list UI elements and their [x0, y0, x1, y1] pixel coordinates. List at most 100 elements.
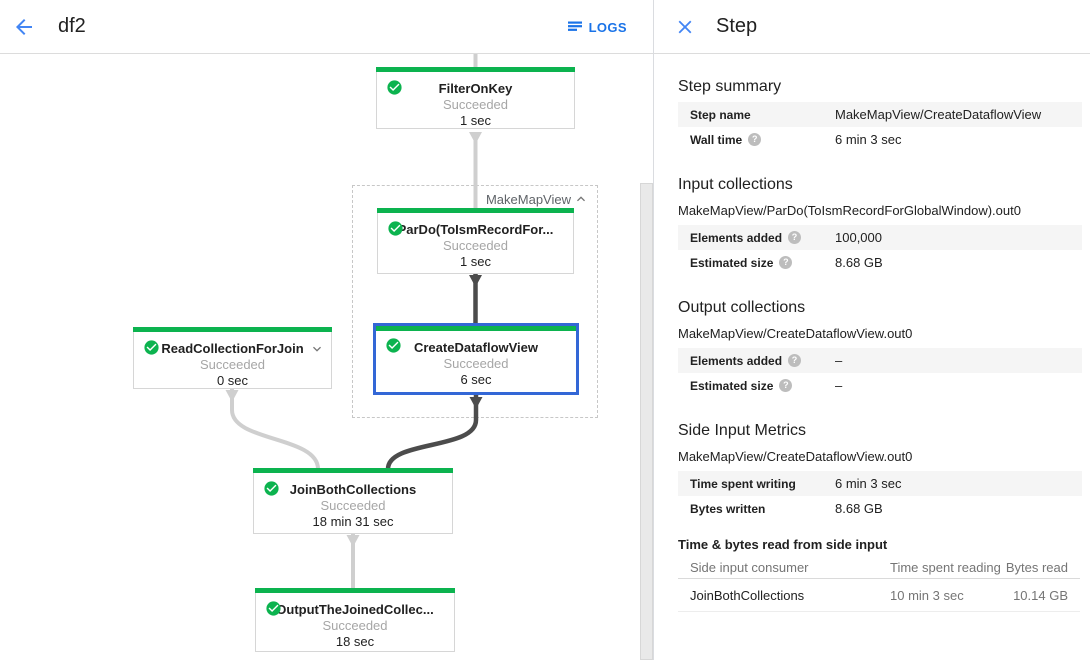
- metric-value: 6 min 3 sec: [835, 476, 902, 491]
- metric-row-bytes-written: Bytes written 8.68 GB: [678, 496, 1082, 521]
- graph-header: df2 LOGS: [0, 0, 653, 54]
- node-time: 1 sec: [459, 254, 492, 269]
- node-time: 6 sec: [460, 372, 492, 387]
- node-readcollectionforjoin[interactable]: ReadCollectionForJoin Succeeded 0 sec: [133, 327, 332, 389]
- column-header-time: Time spent reading: [890, 560, 1001, 575]
- node-title: ReadCollectionForJoin: [161, 341, 304, 356]
- cell-consumer: JoinBothCollections: [690, 587, 805, 603]
- help-icon[interactable]: [748, 133, 762, 146]
- node-status-bar: [253, 468, 453, 473]
- metric-value: 6 min 3 sec: [835, 132, 902, 147]
- node-status-bar: [377, 208, 574, 213]
- section-heading: Input collections: [678, 176, 793, 193]
- node-joinbothcollections[interactable]: JoinBothCollections Succeeded 18 min 31 …: [253, 468, 453, 534]
- node-status-bar: [133, 327, 332, 332]
- node-title: FilterOnKey: [438, 81, 513, 96]
- node-title: ParDo(ToIsmRecordFor...: [397, 222, 554, 237]
- metric-row-time-spent-writing: Time spent writing 6 min 3 sec: [678, 471, 1082, 496]
- metric-row-step-name: Step name MakeMapView/CreateDataflowView: [678, 102, 1082, 127]
- graph-canvas: MakeMapView: [0, 54, 653, 660]
- node-createdataflowview[interactable]: CreateDataflowView Succeeded 6 sec: [373, 323, 579, 395]
- group-label: MakeMapView: [485, 191, 571, 207]
- metric-label: Elements added: [690, 353, 783, 368]
- logs-label: LOGS: [588, 19, 627, 35]
- section-heading: Side Input Metrics: [678, 422, 807, 439]
- graph-panel: df2 LOGS MakeMapView: [0, 0, 653, 660]
- section-heading: Output collections: [678, 299, 806, 316]
- collection-name: MakeMapView/CreateDataflowView.out0: [678, 326, 913, 341]
- metric-value: 8.68 GB: [835, 501, 883, 516]
- help-icon[interactable]: [779, 379, 793, 392]
- chevron-down-icon[interactable]: [309, 341, 325, 357]
- metric-label: Estimated size: [690, 255, 774, 270]
- metric-value: –: [835, 353, 843, 368]
- metric-label: Estimated size: [690, 378, 774, 393]
- node-status: Succeeded: [199, 357, 266, 372]
- metric-row-elements-added: Elements added –: [678, 348, 1082, 373]
- metric-label: Bytes written: [690, 501, 766, 516]
- node-status: Succeeded: [442, 238, 509, 253]
- metric-value: MakeMapView/CreateDataflowView: [835, 107, 1042, 122]
- panel-title: Step: [716, 15, 758, 37]
- logs-button[interactable]: LOGS: [567, 0, 627, 54]
- node-status-bar: [376, 67, 575, 72]
- metric-row-estimated-size: Estimated size –: [678, 373, 1082, 398]
- help-icon[interactable]: [788, 231, 802, 244]
- back-arrow-icon[interactable]: [12, 15, 36, 39]
- metric-value: –: [835, 378, 843, 393]
- node-outputthejoinedcollection[interactable]: OutputTheJoinedCollec... Succeeded 18 se…: [255, 588, 455, 652]
- section-output-collections: Output collections MakeMapView/CreateDat…: [678, 299, 1082, 398]
- step-details-panel: Step Step summary Step name MakeMapView/…: [653, 0, 1090, 660]
- node-time: 18 min 31 sec: [312, 514, 394, 529]
- help-icon[interactable]: [779, 256, 793, 269]
- side-input-table-heading: Time & bytes read from side input: [678, 537, 888, 552]
- metric-value: 8.68 GB: [835, 255, 883, 270]
- check-circle-icon: [266, 601, 281, 616]
- node-title: OutputTheJoinedCollec...: [276, 602, 434, 617]
- node-status: Succeeded: [442, 97, 509, 112]
- group-makemapview-toggle[interactable]: MakeMapView: [486, 191, 589, 207]
- collection-name: MakeMapView/ParDo(ToIsmRecordForGlobalWi…: [678, 203, 1021, 218]
- metric-label: Step name: [690, 107, 751, 122]
- metric-row-elements-added: Elements added 100,000: [678, 225, 1082, 250]
- check-circle-icon: [264, 481, 279, 496]
- section-input-collections: Input collections MakeMapView/ParDo(ToIs…: [678, 176, 1082, 275]
- check-circle-icon: [386, 338, 401, 353]
- help-icon[interactable]: [788, 354, 802, 367]
- close-icon[interactable]: [674, 16, 696, 38]
- step-panel-header: Step: [654, 0, 1090, 54]
- logs-icon: [567, 21, 582, 31]
- node-status: Succeeded: [322, 618, 388, 633]
- cell-bytes: 10.14 GB: [1013, 587, 1068, 603]
- vertical-scrollbar[interactable]: [640, 183, 653, 660]
- node-title: CreateDataflowView: [413, 340, 539, 355]
- section-side-input-metrics: Side Input Metrics MakeMapView/CreateDat…: [678, 422, 1082, 612]
- chevron-up-icon: [577, 196, 585, 202]
- metric-row-estimated-size: Estimated size 8.68 GB: [678, 250, 1082, 275]
- node-status: Succeeded: [320, 498, 386, 513]
- node-status-bar: [255, 588, 455, 593]
- node-title: JoinBothCollections: [289, 482, 417, 497]
- metric-label: Time spent writing: [690, 476, 796, 491]
- node-pardo-toismrecord[interactable]: ParDo(ToIsmRecordFor... Succeeded 1 sec: [377, 208, 574, 274]
- side-input-table: Side input consumer Time spent reading B…: [678, 557, 1080, 612]
- section-heading: Step summary: [678, 78, 782, 95]
- node-time: 0 sec: [216, 373, 249, 388]
- node-status-bar: [376, 326, 576, 331]
- node-filteronkey[interactable]: FilterOnKey Succeeded 1 sec: [376, 67, 575, 129]
- column-header-consumer: Side input consumer: [690, 560, 809, 575]
- node-status: Succeeded: [443, 356, 509, 371]
- metric-row-wall-time: Wall time 6 min 3 sec: [678, 127, 1082, 152]
- section-step-summary: Step summary Step name MakeMapView/Creat…: [678, 78, 1082, 152]
- column-header-bytes: Bytes read: [1005, 560, 1068, 575]
- node-time: 18 sec: [335, 634, 375, 649]
- graph-edges: [225, 54, 483, 589]
- metric-label: Elements added: [690, 230, 783, 245]
- metric-label: Wall time: [690, 132, 743, 147]
- check-circle-icon: [387, 80, 402, 95]
- check-circle-icon: [388, 221, 403, 236]
- table-row: JoinBothCollections 10 min 3 sec 10.14 G…: [678, 579, 1080, 612]
- cell-time: 10 min 3 sec: [890, 587, 964, 603]
- check-circle-icon: [144, 340, 159, 355]
